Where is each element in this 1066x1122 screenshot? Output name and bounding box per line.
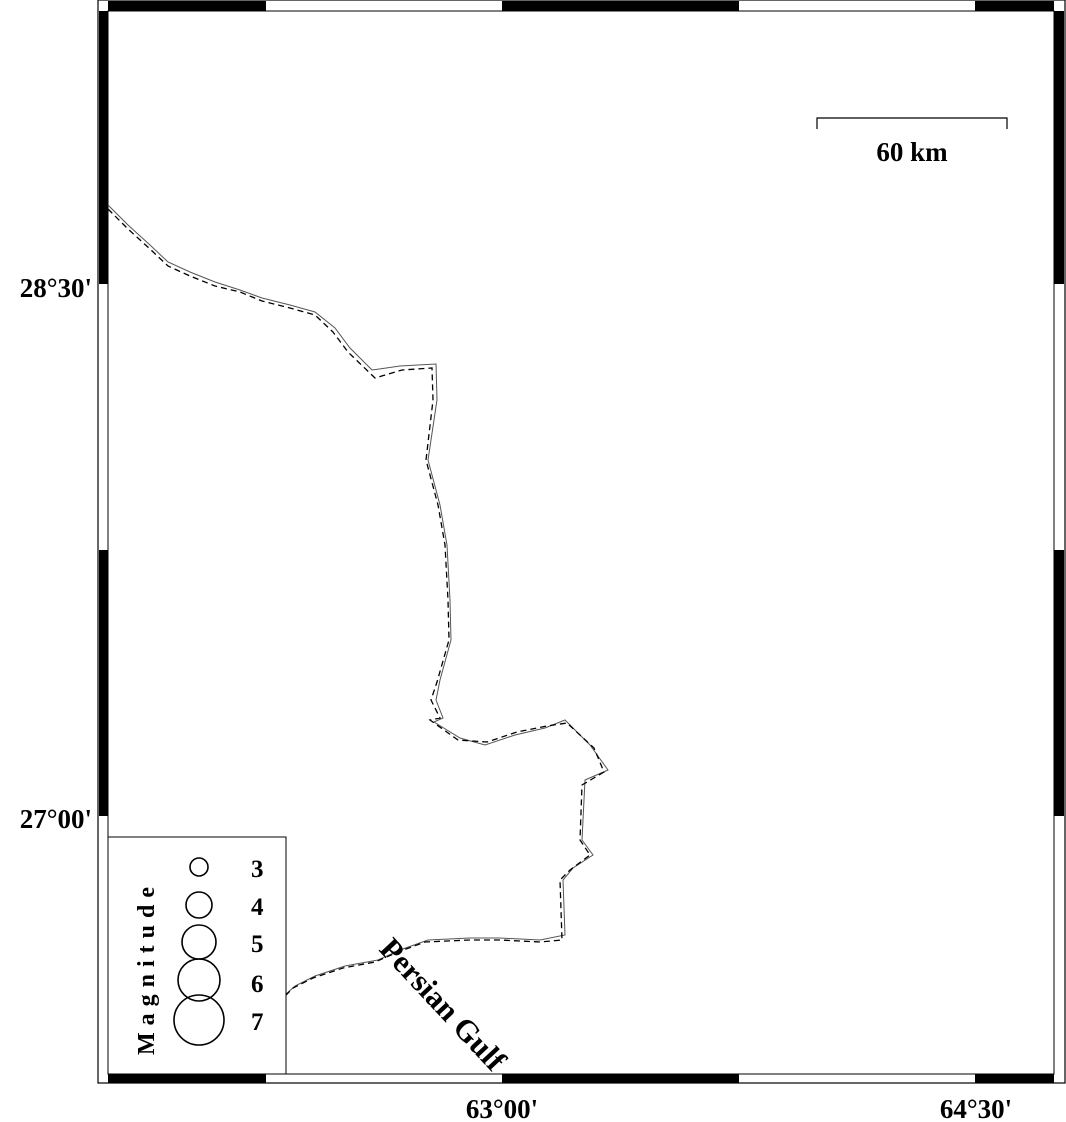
border-line-dashed (107, 208, 605, 999)
lon-label-64-30: 64°30' (940, 1094, 1012, 1122)
border-line-solid (107, 204, 609, 996)
legend-label-4: 4 (251, 894, 264, 921)
legend-label-6: 6 (251, 971, 264, 998)
legend-label-7: 7 (251, 1009, 264, 1036)
legend-title: Magnitude (134, 880, 160, 1055)
lon-label-63-00: 63°00' (466, 1094, 538, 1122)
lat-label-28-30: 28°30' (20, 273, 92, 303)
magnitude-legend: Magnitude 3 4 5 6 7 (107, 836, 287, 1075)
legend-symbol-4 (185, 891, 213, 919)
scale-bar-label: 60 km (876, 137, 948, 167)
place-label-persian-gulf: Persian Gulf (373, 931, 514, 1078)
legend-symbol-7 (173, 994, 225, 1046)
legend-symbol-3 (189, 857, 209, 877)
scale-bar: 60 km (816, 117, 1008, 167)
frame-ticks (99, 1, 1064, 1083)
legend-label-3: 3 (251, 856, 264, 883)
lat-label-27-00: 27°00' (20, 804, 92, 834)
legend-label-5: 5 (251, 931, 264, 958)
legend-symbol-6 (177, 958, 221, 1002)
